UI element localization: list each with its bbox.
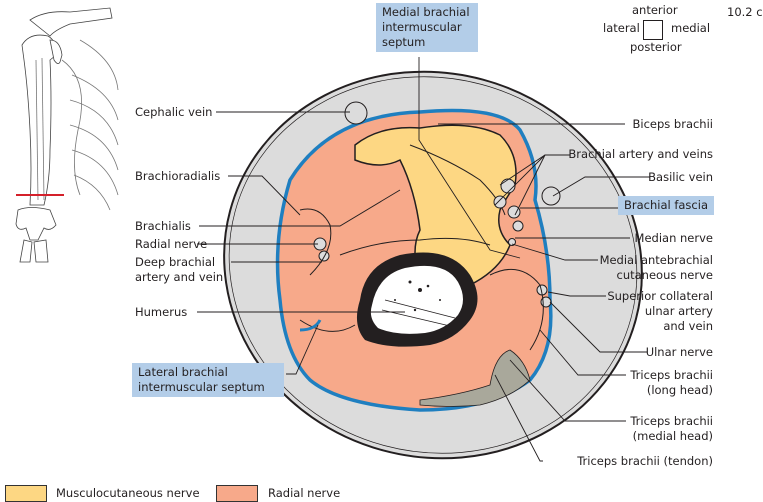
label-basilic-vein: Basilic vein [648,170,713,184]
orientation-lateral: lateral [603,21,640,35]
label-brachial-artery-veins: Brachial artery and veins [568,147,713,161]
label-line: artery and vein [135,270,224,284]
triceps-tendon-region [419,349,531,407]
label-median-nerve: Median nerve [634,231,713,245]
orientation-box [643,20,663,40]
label-humerus: Humerus [135,305,188,319]
label-line: Lateral brachial [138,365,228,379]
figure-number: 10.2 c [727,5,763,19]
label-line: intermuscular [382,20,462,34]
basilic-vein-shape [541,186,561,206]
orientation-posterior: posterior [630,40,682,54]
label-line: ulnar artery [644,304,713,318]
legend-label-musculocutaneous: Musculocutaneous nerve [56,486,200,500]
orientation-anterior: anterior [632,3,678,17]
humerus-medulla [370,265,463,334]
label-superior-collateral-ulnar-artery-vein: Superior collateral ulnar artery and vei… [607,289,713,334]
label-biceps-brachii: Biceps brachii [632,117,713,131]
label-line: (long head) [646,383,713,397]
label-lateral-brachial-intermuscular-septum: Lateral brachial intermuscular septum [132,363,284,397]
label-line: Medial brachial [382,5,470,19]
label-line: and vein [663,319,713,333]
label-medial-antebrachial-cutaneous-nerve: Medial antebrachial cutaneous nerve [600,253,713,283]
label-line: septum [382,35,426,49]
leader-lines [197,57,650,462]
cephalic-vein-shape [344,101,368,125]
label-triceps-long-head: Triceps brachii (long head) [630,368,713,398]
label-brachial-fascia: Brachial fascia [617,196,714,215]
legend-swatch-radial [216,485,258,502]
orientation-medial: medial [671,21,711,35]
label-ulnar-nerve: Ulnar nerve [645,345,713,359]
label-deep-brachial-artery-vein: Deep brachial artery and vein [135,255,223,285]
label-line: intermuscular septum [138,380,265,394]
legend-swatch-musculocutaneous [5,485,47,502]
label-cephalic-vein: Cephalic vein [135,105,213,119]
arm-skeleton-thumbnail [15,7,119,263]
label-brachioradialis: Brachioradialis [135,169,221,183]
label-line: Superior collateral [607,289,713,303]
legend-label-radial: Radial nerve [268,486,341,500]
label-line: Deep brachial [135,255,216,269]
label-brachialis: Brachialis [135,219,191,233]
label-line: Triceps brachii [630,368,713,382]
label-line: Triceps brachii [630,414,713,428]
label-line: (medial head) [632,429,713,443]
label-triceps-tendon: Triceps brachii (tendon) [577,454,713,468]
label-medial-brachial-intermuscular-septum: Medial brachial intermuscular septum [376,3,478,52]
label-line: cutaneous nerve [616,268,713,282]
label-radial-nerve: Radial nerve [135,237,208,251]
label-triceps-medial-head: Triceps brachii (medial head) [630,414,713,444]
label-line: Medial antebrachial [599,253,713,267]
